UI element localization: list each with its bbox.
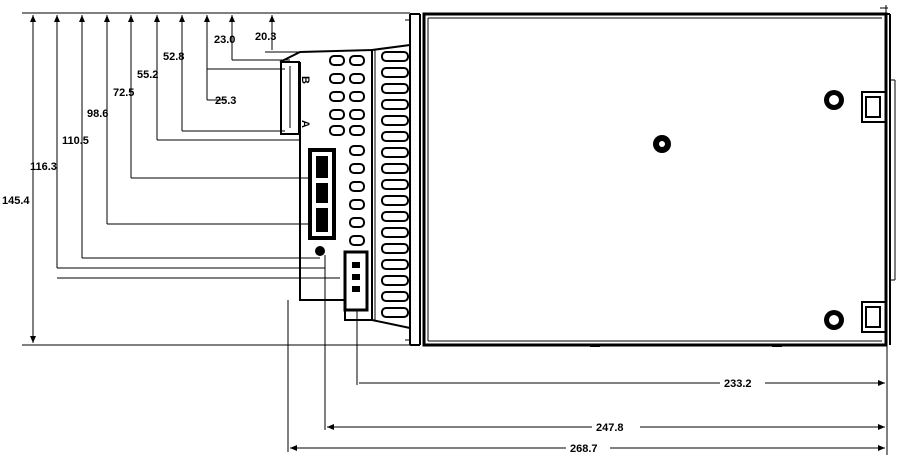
dim-label-116-3: 116.3 <box>30 161 57 173</box>
connector-label-a: A <box>299 120 311 128</box>
dim-label-20-3: 20.3 <box>255 31 276 43</box>
bottom-connector <box>343 250 369 312</box>
dim-label-98-6: 98.6 <box>87 108 108 120</box>
ground-screw-icon <box>315 246 325 256</box>
dim-label-55-2: 55.2 <box>137 69 158 81</box>
dim-label-25-3: 25.3 <box>215 95 236 107</box>
dim-label-52-8: 52.8 <box>163 51 184 63</box>
connector-block-ab <box>280 61 300 135</box>
bottom-bracket <box>861 301 887 333</box>
top-bracket <box>861 91 887 123</box>
horizontal-dimension-lines <box>287 255 888 455</box>
vertical-dimension-lines <box>30 15 340 343</box>
dim-label-72-5: 72.5 <box>113 87 134 99</box>
front-panel: A B <box>279 13 421 346</box>
dim-label-110-5: 110.5 <box>62 135 89 147</box>
dim-label-247-8: 247.8 <box>596 422 624 434</box>
dim-label-268-7: 268.7 <box>570 443 598 455</box>
dim-label-23-0: 23.0 <box>214 34 235 46</box>
dim-label-233-2: 233.2 <box>724 378 752 390</box>
main-enclosure <box>422 5 896 347</box>
dim-label-145-4: 145.4 <box>2 195 30 207</box>
connector-label-b: B <box>299 76 311 84</box>
